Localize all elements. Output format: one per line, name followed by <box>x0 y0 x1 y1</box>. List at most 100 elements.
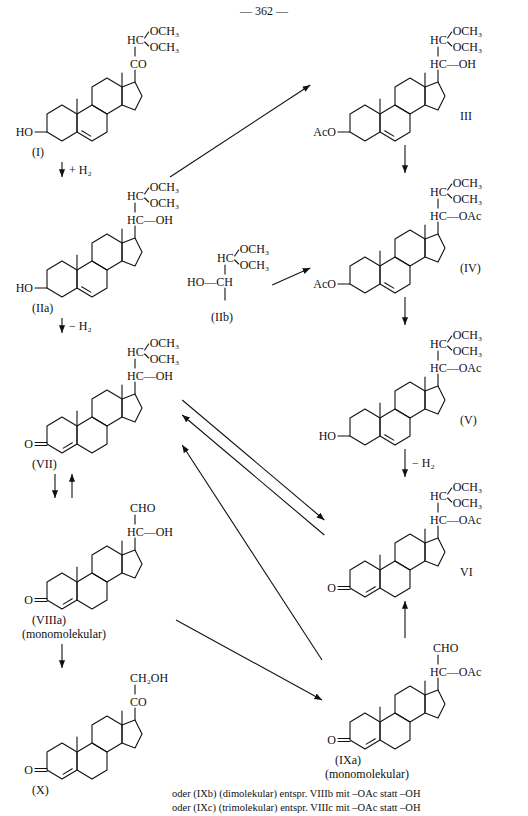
steroid-ring <box>350 409 380 445</box>
methoxy-group: OCH₃ <box>150 40 180 54</box>
side-chain-group: HC—OH <box>127 369 173 383</box>
side-chain-bond <box>134 203 135 212</box>
carbonyl-bond <box>35 601 47 602</box>
carbonyl-bond <box>338 738 350 739</box>
reaction-arrow <box>404 601 405 638</box>
carbonyl-bond <box>338 586 350 587</box>
side-chain-bond <box>224 265 225 274</box>
methoxy-group: OCH₃ <box>453 328 483 342</box>
compound: HCOCH₃OCH₃HC—OHO(VII) <box>21 333 182 474</box>
reaction-arrow <box>404 449 405 477</box>
compound-note: (monomolekular) <box>325 767 409 781</box>
methoxy-group: OCH₃ <box>453 344 483 358</box>
steroid-ring <box>77 417 107 453</box>
methoxy-group: OCH₃ <box>453 40 483 54</box>
compound-label: (IIa) <box>32 301 53 315</box>
methoxy-group: OCH₃ <box>150 336 180 350</box>
compound: HCOCH₃OCH₃HO—CH(IIb) <box>184 239 272 327</box>
steroid-ring <box>122 550 142 578</box>
steroid-ring <box>47 261 77 297</box>
side-chain-group: CHO <box>433 641 458 655</box>
reaction-arrow <box>182 415 324 535</box>
methoxy-bond <box>145 344 149 350</box>
steroid-ring <box>380 105 410 141</box>
methoxy-group: OCH₃ <box>150 180 180 194</box>
ring-substituent: AcO <box>313 277 336 291</box>
methoxy-bond <box>145 42 149 46</box>
reaction-condition: − H₂ <box>67 319 94 333</box>
methoxy-bond <box>145 354 149 358</box>
reaction-arrow <box>404 297 405 325</box>
steroid-ring <box>425 690 445 718</box>
side-chain-group: CH₂OH <box>130 671 168 685</box>
side-chain-group: HC—OAc <box>430 665 481 679</box>
side-chain-group: HC—OH <box>430 57 476 71</box>
compound-label: III <box>460 109 472 123</box>
double-bond-line <box>385 283 394 288</box>
methyl-bond <box>424 529 425 543</box>
side-chain-bond <box>437 526 438 538</box>
compound-label: VI <box>460 565 473 579</box>
reaction-arrow <box>182 400 324 520</box>
ring-substituent: HO <box>16 125 33 139</box>
compound: HCOCH₃OCH₃COHO(I) <box>13 21 183 162</box>
side-chain-group: HC <box>217 251 234 265</box>
steroid-ring <box>92 78 122 114</box>
side-chain-group: HC—OAc <box>430 361 481 375</box>
steroid-ring <box>425 234 445 262</box>
methoxy-group: OCH₃ <box>240 242 270 256</box>
substituent-bond <box>35 287 47 288</box>
compound-label: (VII) <box>32 457 57 471</box>
footnote: oder (IXc) (trimolekular) entspr. VIIIc … <box>172 801 421 815</box>
reaction-arrow <box>272 268 310 285</box>
side-chain-bond <box>437 503 438 512</box>
reaction-arrow <box>176 620 322 700</box>
steroid-ring <box>122 238 142 266</box>
side-chain-bond <box>134 685 135 694</box>
steroid-ring <box>395 686 425 722</box>
compound: CHOHC—OAcO(IXa)(monomolekular) <box>322 638 484 784</box>
methyl-bond <box>424 681 425 695</box>
methoxy-bond <box>235 250 239 256</box>
side-chain-bond <box>134 47 135 56</box>
carbonyl-bond <box>35 445 47 446</box>
methyl-bond <box>424 377 425 391</box>
side-chain-bond <box>134 538 135 550</box>
methoxy-bond <box>448 32 452 38</box>
steroid-ring <box>77 743 107 779</box>
compound-label: (I) <box>32 145 44 159</box>
double-bond-line <box>63 443 72 448</box>
ring-substituent: O <box>24 593 33 607</box>
reaction-arrow <box>61 644 62 668</box>
carbonyl-bond <box>35 768 47 769</box>
reaction-arrow <box>61 318 62 333</box>
methoxy-bond <box>145 188 149 194</box>
carbonyl-bond <box>338 741 350 742</box>
compound: HCOCH₃OCH₃HC—OAcHO(V) <box>316 325 486 449</box>
compound-label: (IIb) <box>211 310 233 324</box>
reaction-arrow <box>404 145 405 173</box>
methyl-bond <box>379 403 380 418</box>
steroid-ring <box>350 713 380 749</box>
compound: HCOCH₃OCH₃HC—OHAcOIII <box>310 21 485 145</box>
reaction-arrow <box>170 85 310 177</box>
double-bond-line <box>385 131 394 136</box>
carbonyl-bond <box>35 771 47 772</box>
steroid-ring <box>122 82 142 110</box>
carbonyl-bond <box>35 442 47 443</box>
double-bond-line <box>82 131 91 136</box>
steroid-ring <box>47 417 77 453</box>
compound: HCOCH₃OCH₃HC—OHHO(IIa) <box>13 177 183 318</box>
methyl-bond <box>121 73 122 87</box>
methoxy-group: OCH₃ <box>453 176 483 190</box>
steroid-ring <box>77 105 107 141</box>
reaction-arrow <box>71 474 72 498</box>
side-chain-bond <box>224 288 225 300</box>
side-chain-group: CO <box>130 695 147 709</box>
side-chain-bond <box>437 222 438 234</box>
ring-substituent: O <box>24 763 33 777</box>
methyl-bond <box>121 711 122 725</box>
steroid-ring <box>92 234 122 270</box>
